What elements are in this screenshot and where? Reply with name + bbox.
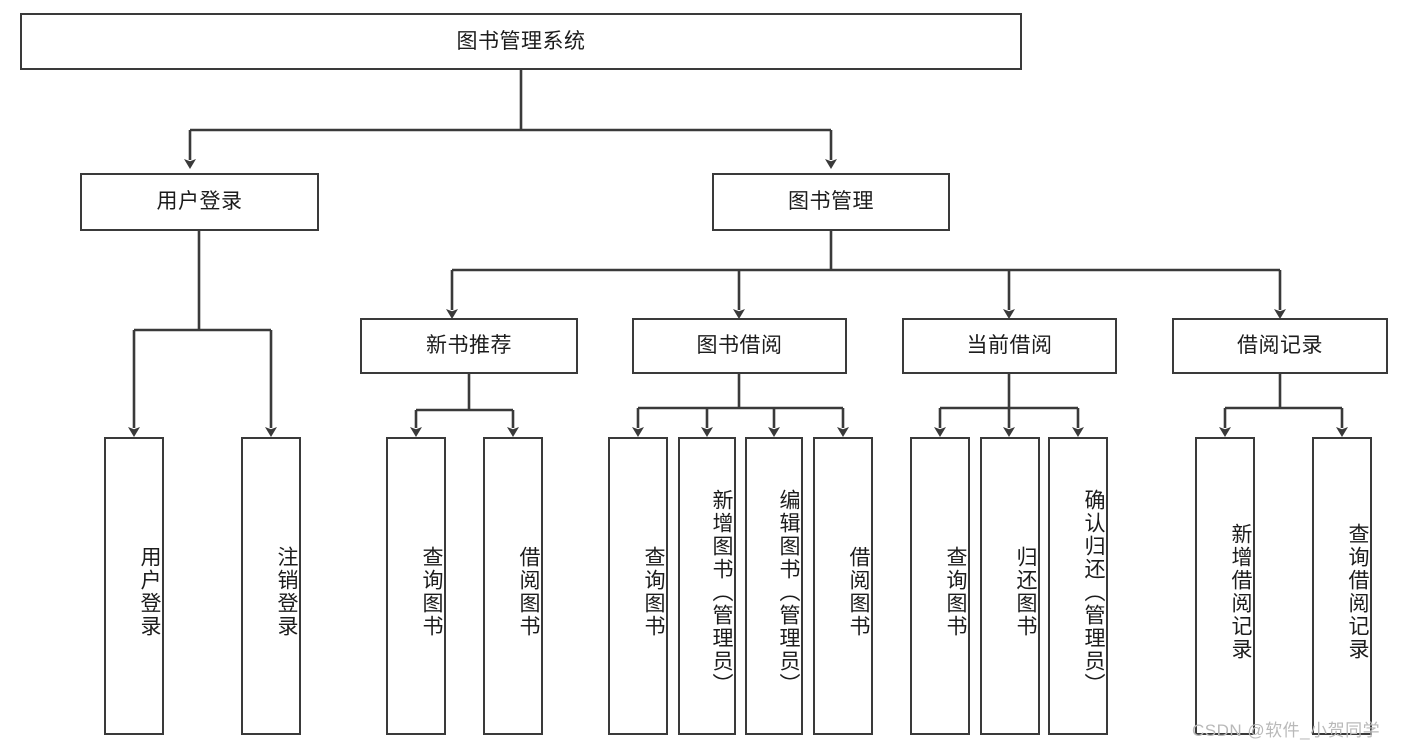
node-user-login[interactable]: 用户登录 (80, 173, 319, 231)
leaf-add-record-label: 新增借阅记录 (1229, 523, 1252, 661)
node-book-borrow-label: 图书借阅 (696, 334, 783, 358)
leaf-confirm-return[interactable]: 确认归还（管理员） (1048, 437, 1108, 735)
leaf-return-book[interactable]: 归还图书 (980, 437, 1040, 735)
leaf-borrow-book-1[interactable]: 借阅图书 (483, 437, 543, 735)
leaf-user-login[interactable]: 用户登录 (104, 437, 164, 735)
node-user-login-label: 用户登录 (156, 190, 243, 214)
node-book-borrow[interactable]: 图书借阅 (632, 318, 847, 374)
leaf-add-book[interactable]: 新增图书（管理员） (678, 437, 736, 735)
leaf-query-book-1[interactable]: 查询图书 (386, 437, 446, 735)
leaf-logout-label: 注销登录 (275, 546, 298, 638)
node-new-book-recommend[interactable]: 新书推荐 (360, 318, 578, 374)
node-root-label: 图书管理系统 (456, 29, 586, 53)
node-book-manage-label: 图书管理 (788, 190, 874, 214)
leaf-query-record-label: 查询借阅记录 (1346, 523, 1369, 661)
leaf-query-book-2-label: 查询图书 (642, 546, 665, 638)
leaf-query-record[interactable]: 查询借阅记录 (1312, 437, 1372, 735)
leaf-query-book-3[interactable]: 查询图书 (910, 437, 970, 735)
leaf-edit-book[interactable]: 编辑图书（管理员） (745, 437, 803, 735)
leaf-borrow-book-2-label: 借阅图书 (847, 546, 870, 638)
leaf-edit-book-label: 编辑图书（管理员） (777, 488, 800, 696)
node-new-book-recommend-label: 新书推荐 (426, 334, 512, 358)
node-root[interactable]: 图书管理系统 (20, 13, 1022, 70)
node-borrow-record-label: 借阅记录 (1237, 334, 1323, 358)
leaf-borrow-book-1-label: 借阅图书 (517, 546, 540, 638)
node-book-manage[interactable]: 图书管理 (712, 173, 950, 231)
node-borrow-record[interactable]: 借阅记录 (1172, 318, 1388, 374)
leaf-user-login-label: 用户登录 (138, 546, 161, 638)
leaf-confirm-return-label: 确认归还（管理员） (1082, 488, 1105, 696)
node-current-borrow-label: 当前借阅 (966, 334, 1053, 358)
leaf-query-book-3-label: 查询图书 (944, 546, 967, 638)
leaf-borrow-book-2[interactable]: 借阅图书 (813, 437, 873, 735)
csdn-watermark: CSDN @软件_小贺同学 (1192, 721, 1381, 740)
leaf-add-book-label: 新增图书（管理员） (710, 488, 733, 696)
leaf-query-book-1-label: 查询图书 (420, 546, 443, 638)
node-current-borrow[interactable]: 当前借阅 (902, 318, 1117, 374)
leaf-add-record[interactable]: 新增借阅记录 (1195, 437, 1255, 735)
leaf-logout[interactable]: 注销登录 (241, 437, 301, 735)
leaf-return-book-label: 归还图书 (1014, 546, 1037, 638)
leaf-query-book-2[interactable]: 查询图书 (608, 437, 668, 735)
